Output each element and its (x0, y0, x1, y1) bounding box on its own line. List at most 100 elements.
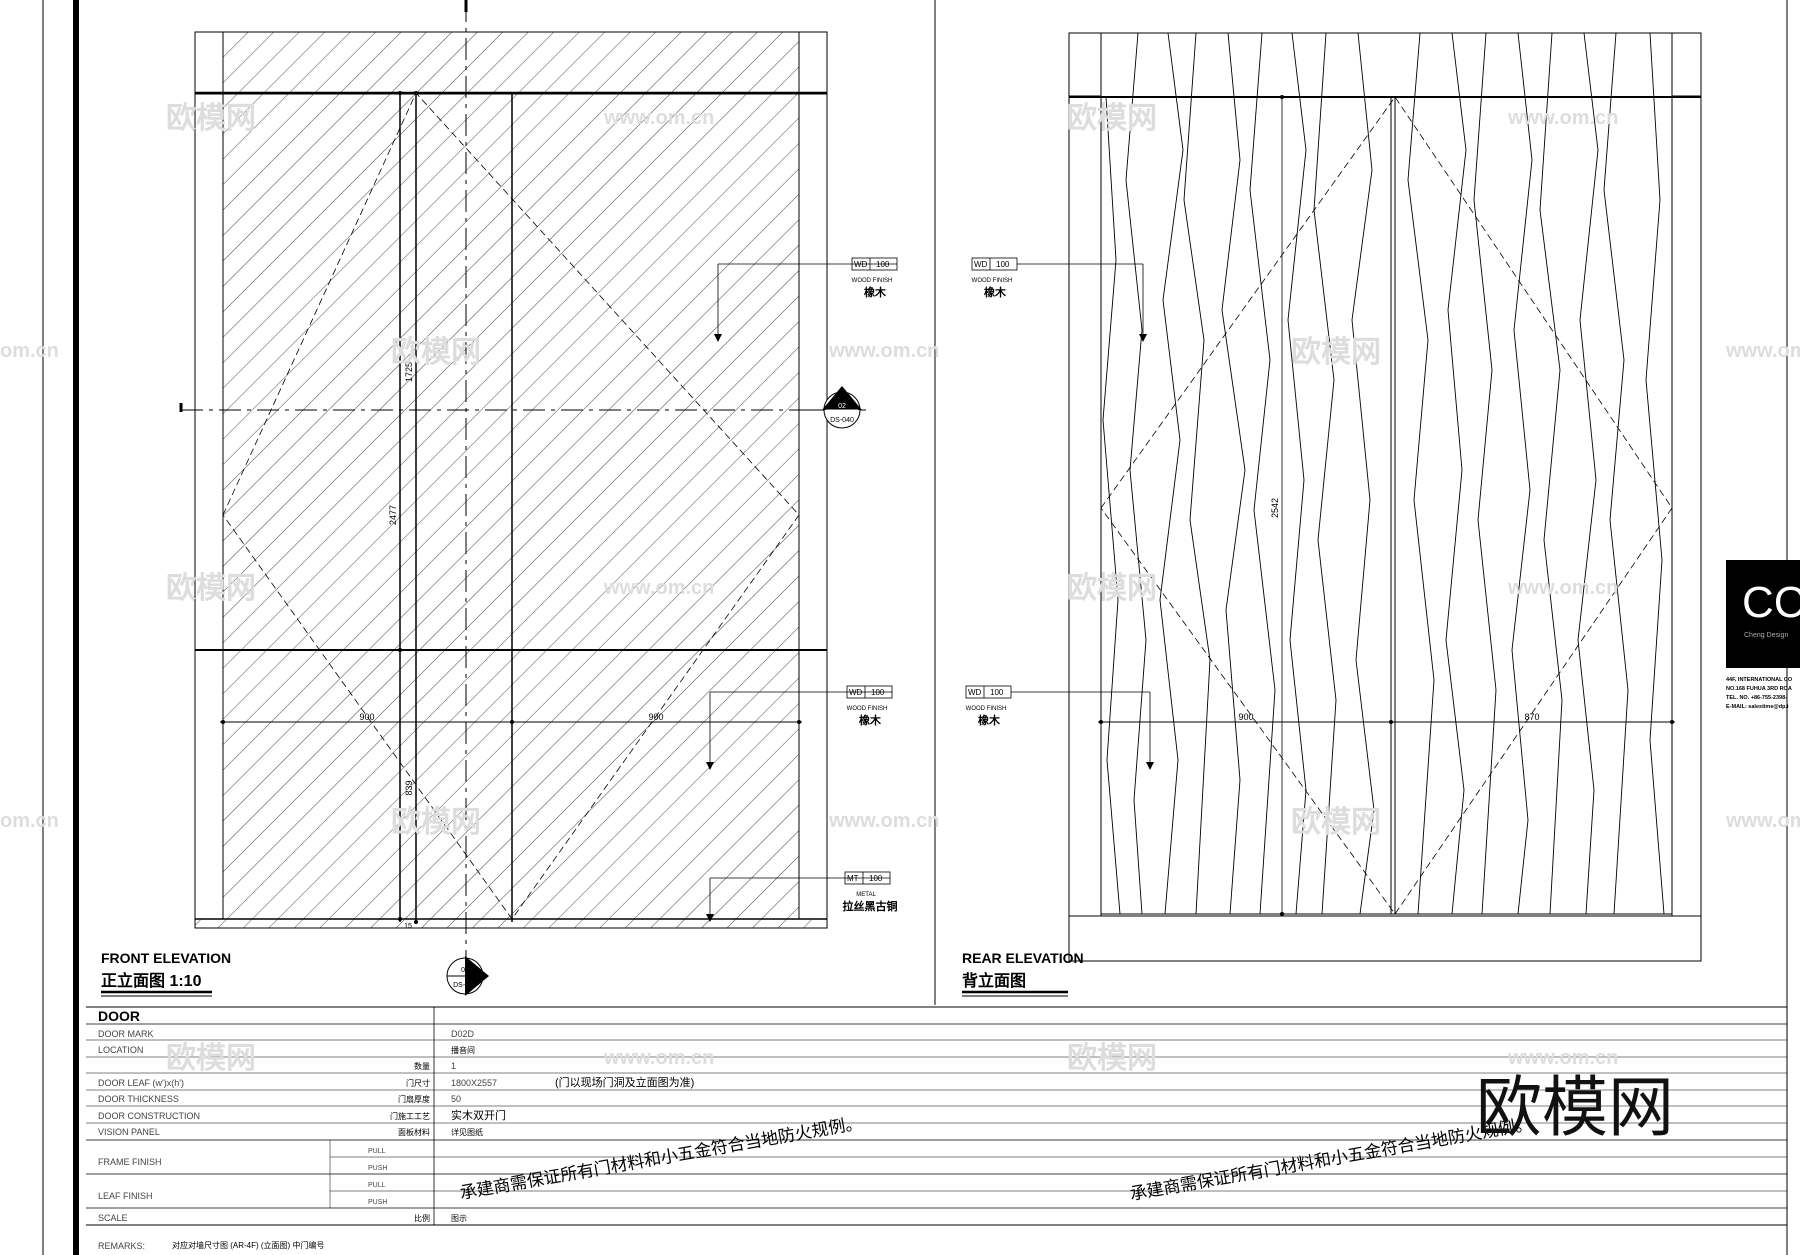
watermark-brand: 欧模网 (166, 1042, 256, 1075)
front-title-cn: 正立面图 1:10 (101, 971, 202, 990)
schedule-value: 1 (451, 1061, 456, 1071)
scale-label-cn: 比例 (414, 1213, 430, 1223)
front-title-en: FRONT ELEVATION (101, 950, 231, 966)
watermark-brand: 欧模网 (166, 572, 256, 605)
watermark-url: www.om.cn (603, 107, 714, 129)
tag-code: MT (847, 874, 859, 883)
watermark-brand: 欧模网 (1067, 572, 1157, 605)
watermark-brand: 欧模网 (1291, 806, 1381, 839)
logo-address-line: NO.168 FUHUA 3RD ROA (1726, 686, 1792, 692)
tag-sub: METAL (856, 892, 876, 898)
schedule-label-cn: 门扇厚度 (398, 1094, 430, 1104)
front-elevation: 900 900 1725 2477 839 15 02 DS-040 01 DS… (101, 0, 866, 997)
tag-number: 100 (996, 260, 1010, 269)
section-bottom-ref: DS-040 (453, 982, 477, 989)
frame-finish-label: FRAME FINISH (98, 1157, 162, 1167)
front-dim-total: 2477 (388, 505, 398, 525)
schedule-label-en: LOCATION (98, 1045, 143, 1055)
front-dim-leaf-right: 900 (648, 712, 663, 722)
schedule-value: 1800X2557 (451, 1078, 497, 1088)
schedule-label-cn: 面板材料 (398, 1127, 430, 1137)
watermark-url: www.om.cn (1725, 810, 1800, 832)
schedule-label-cn: 门尺寸 (406, 1078, 430, 1088)
watermark-url: www.om.cn (1725, 340, 1800, 362)
tag-name: 橡木 (984, 285, 1007, 299)
material-tag: WD 100 WOOD FINISH 橡木 (706, 685, 893, 770)
watermark-url: www.om.cn (1507, 1047, 1618, 1069)
watermark-url: www.om.cn (828, 810, 939, 832)
logo-address-line: 44F, INTERNATIONAL CO (1726, 677, 1793, 683)
logo-address-line: E-MAIL: salestime@dp.i (1726, 704, 1789, 710)
scale-value: 图示 (451, 1214, 467, 1223)
pull-label: PULL (368, 1182, 386, 1189)
material-tag: WD 100 WOOD FINISH 橡木 (714, 257, 898, 342)
watermark-brand-large: 欧模网 (1476, 1070, 1674, 1144)
section-mark-side: 02 DS-040 (798, 386, 866, 429)
tag-code: WD (974, 260, 988, 269)
tag-sub: WOOD FINISH (852, 278, 893, 284)
rear-title-cn: 背立面图 (962, 971, 1026, 990)
watermark-brand: 欧模网 (1291, 336, 1381, 369)
rear-wood-grain (1102, 32, 1665, 915)
watermark-brand: 欧模网 (391, 806, 481, 839)
scale-label-en: SCALE (98, 1213, 128, 1223)
watermark-url: om.cn (0, 810, 59, 832)
schedule-value: 详见图纸 (451, 1127, 483, 1137)
watermark-brand: 欧模网 (1067, 1042, 1157, 1075)
front-dim-lower: 839 (404, 780, 414, 795)
tag-name: 拉丝黑古铜 (843, 899, 898, 913)
rear-dim-height: 2542 (1270, 498, 1280, 518)
schedule-label-en: DOOR LEAF (w')x(h') (98, 1078, 184, 1088)
schedule-label-en: DOOR MARK (98, 1029, 154, 1039)
push-label: PUSH (368, 1199, 387, 1206)
schedule-label-en: DOOR THICKNESS (98, 1094, 179, 1104)
tag-number: 100 (869, 874, 883, 883)
watermark-brand: 欧模网 (1067, 102, 1157, 135)
watermarks: 欧模网 www.om.cn 欧模网 www.om.cn om.cn 欧模网 ww… (0, 102, 1800, 1075)
material-tag: WD 100 WOOD FINISH 橡木 (965, 685, 1154, 770)
schedule-value: 播音间 (451, 1045, 475, 1055)
leaf-finish-label: LEAF FINISH (98, 1191, 153, 1201)
front-dim-leaf-left: 900 (359, 712, 374, 722)
rear-title-en: REAR ELEVATION (962, 950, 1084, 966)
front-door-hatch (222, 31, 800, 920)
schedule-label-cn: 数量 (414, 1061, 430, 1071)
watermark-url: om.cn (0, 340, 59, 362)
tag-number: 100 (871, 688, 885, 697)
tag-name: 橡木 (864, 285, 887, 299)
watermark-url: www.om.cn (1507, 107, 1618, 129)
watermark-url: www.om.cn (828, 340, 939, 362)
tag-number: 100 (876, 260, 890, 269)
logo-tagline: Cheng Design (1744, 632, 1788, 639)
schedule-value: D02D (451, 1029, 475, 1039)
front-dim-gap: 15 (404, 923, 412, 930)
logo-letters: CC (1742, 578, 1800, 627)
tag-name: 橡木 (859, 713, 882, 727)
watermark-url: www.om.cn (1507, 577, 1618, 599)
tag-code: WD (968, 688, 982, 697)
front-dim-upper: 1725 (404, 362, 414, 382)
section-mark-bottom: 01 DS-040 (446, 956, 489, 996)
section-side-ref: DS-040 (830, 417, 854, 424)
company-logo: CC Cheng Design 44F, INTERNATIONAL CO NO… (1726, 560, 1800, 710)
rear-dim-leaf-right: 870 (1524, 712, 1539, 722)
section-bottom-num: 01 (461, 967, 469, 974)
schedule-value: 50 (451, 1094, 461, 1104)
tag-sub: WOOD FINISH (972, 278, 1013, 284)
tag-number: 100 (990, 688, 1004, 697)
leaf-size-note: (门以现场门洞及立面图为准) (555, 1075, 694, 1089)
material-tag: WD 100 WOOD FINISH 橡木 (971, 257, 1147, 342)
watermark-brand: 欧模网 (391, 336, 481, 369)
tag-name: 橡木 (978, 713, 1001, 727)
schedule-label-en: DOOR CONSTRUCTION (98, 1111, 200, 1121)
rear-dim-leaf-left: 900 (1238, 712, 1253, 722)
schedule-label-en: VISION PANEL (98, 1127, 160, 1137)
section-side-num: 02 (838, 403, 846, 410)
tag-sub: WOOD FINISH (966, 706, 1007, 712)
schedule-header: DOOR (98, 1008, 140, 1024)
rear-elevation: 900 870 2542 REAR ELEVATION 背立面图 (962, 32, 1702, 997)
logo-address-line: TEL. NO. +86-755-2398- (1726, 695, 1787, 701)
tag-sub: WOOD FINISH (847, 706, 888, 712)
watermark-url: www.om.cn (603, 577, 714, 599)
